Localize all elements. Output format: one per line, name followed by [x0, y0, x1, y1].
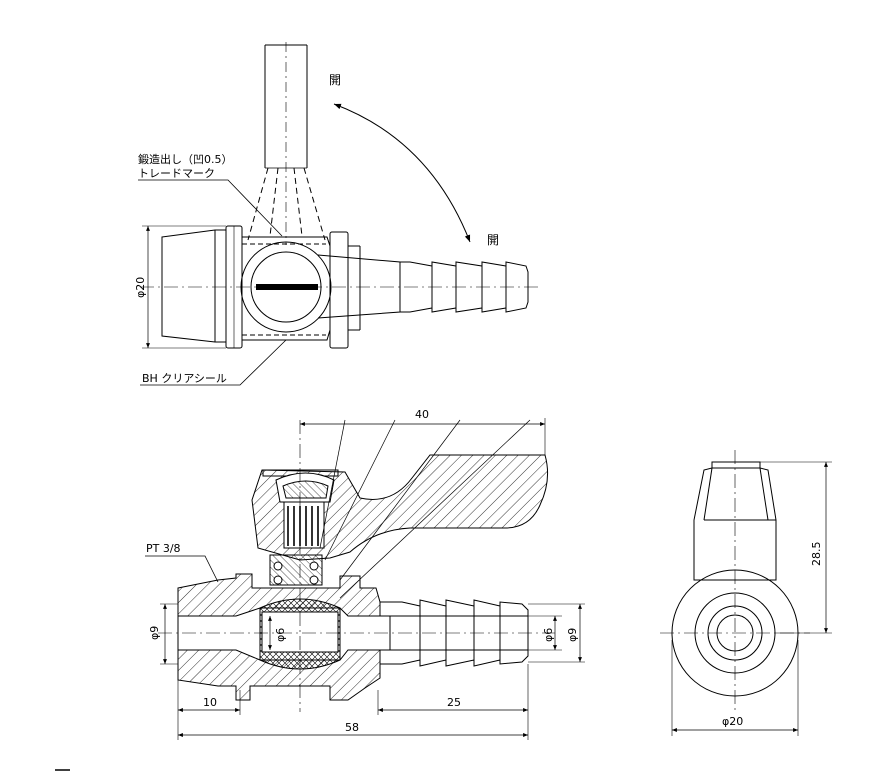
section-view: [145, 418, 585, 740]
dim-top-dia: [142, 225, 226, 349]
length-40-label: 40: [415, 408, 429, 421]
right-bore-dia-label: φ6: [542, 628, 555, 642]
side-open-label: 開: [487, 233, 499, 247]
overall-58-label: 58: [345, 721, 359, 734]
height-285-label: 28.5: [810, 542, 823, 567]
left-dia-label: φ9: [148, 626, 161, 640]
pt-note: PT 3/8: [146, 542, 181, 555]
top-dia-label: φ20: [134, 277, 147, 298]
top-open-label: 開: [329, 73, 341, 87]
bore-dia-label: φ6: [274, 628, 287, 642]
end-dia-20-label: φ20: [722, 715, 743, 728]
top-view: [138, 42, 540, 386]
valve-body-top: [241, 231, 361, 349]
leader-pt: [145, 555, 219, 583]
leader-clear-seal: [140, 339, 287, 386]
clear-seal-note: BH クリアシール: [142, 372, 227, 385]
cap: [262, 469, 339, 503]
leader-trademark: [138, 179, 283, 237]
end-view: [660, 450, 832, 736]
lever-open-position: [247, 42, 326, 245]
rotation-arrow: [333, 103, 471, 243]
trademark-note: トレードマーク: [138, 167, 215, 180]
bottom-25-label: 25: [447, 696, 461, 709]
forging-note: 鍛造出し（凹0.5）: [138, 152, 233, 166]
stem: [283, 501, 325, 549]
right-outer-dia-label: φ9: [566, 628, 579, 642]
bottom-10-label: 10: [203, 696, 217, 709]
